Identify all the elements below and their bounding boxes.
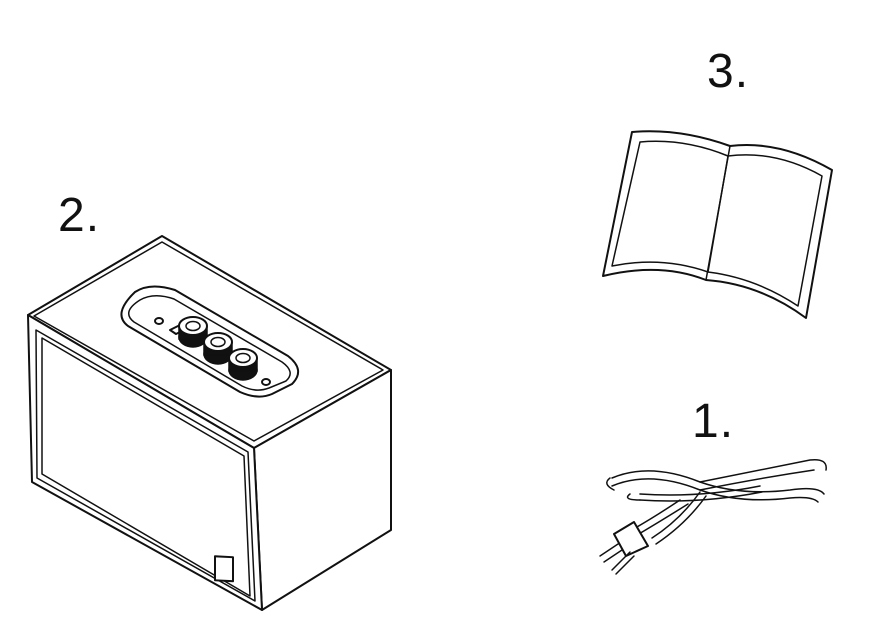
speaker-number-label: 2. [58,189,101,242]
speaker-jack-dot [261,378,271,386]
cable-plug [599,521,649,575]
speaker-badge [214,555,234,583]
booklet-outer [602,130,833,319]
speaker-knob-1 [178,316,208,348]
speaker-led-dot [154,317,164,325]
speaker-front-face [27,314,263,611]
cable-coil [606,458,827,545]
speaker-knob-3 [228,348,258,381]
cable-number-label: 1. [692,395,735,448]
speaker-knob-2 [203,332,233,365]
manual-number-label: 3. [707,45,750,98]
